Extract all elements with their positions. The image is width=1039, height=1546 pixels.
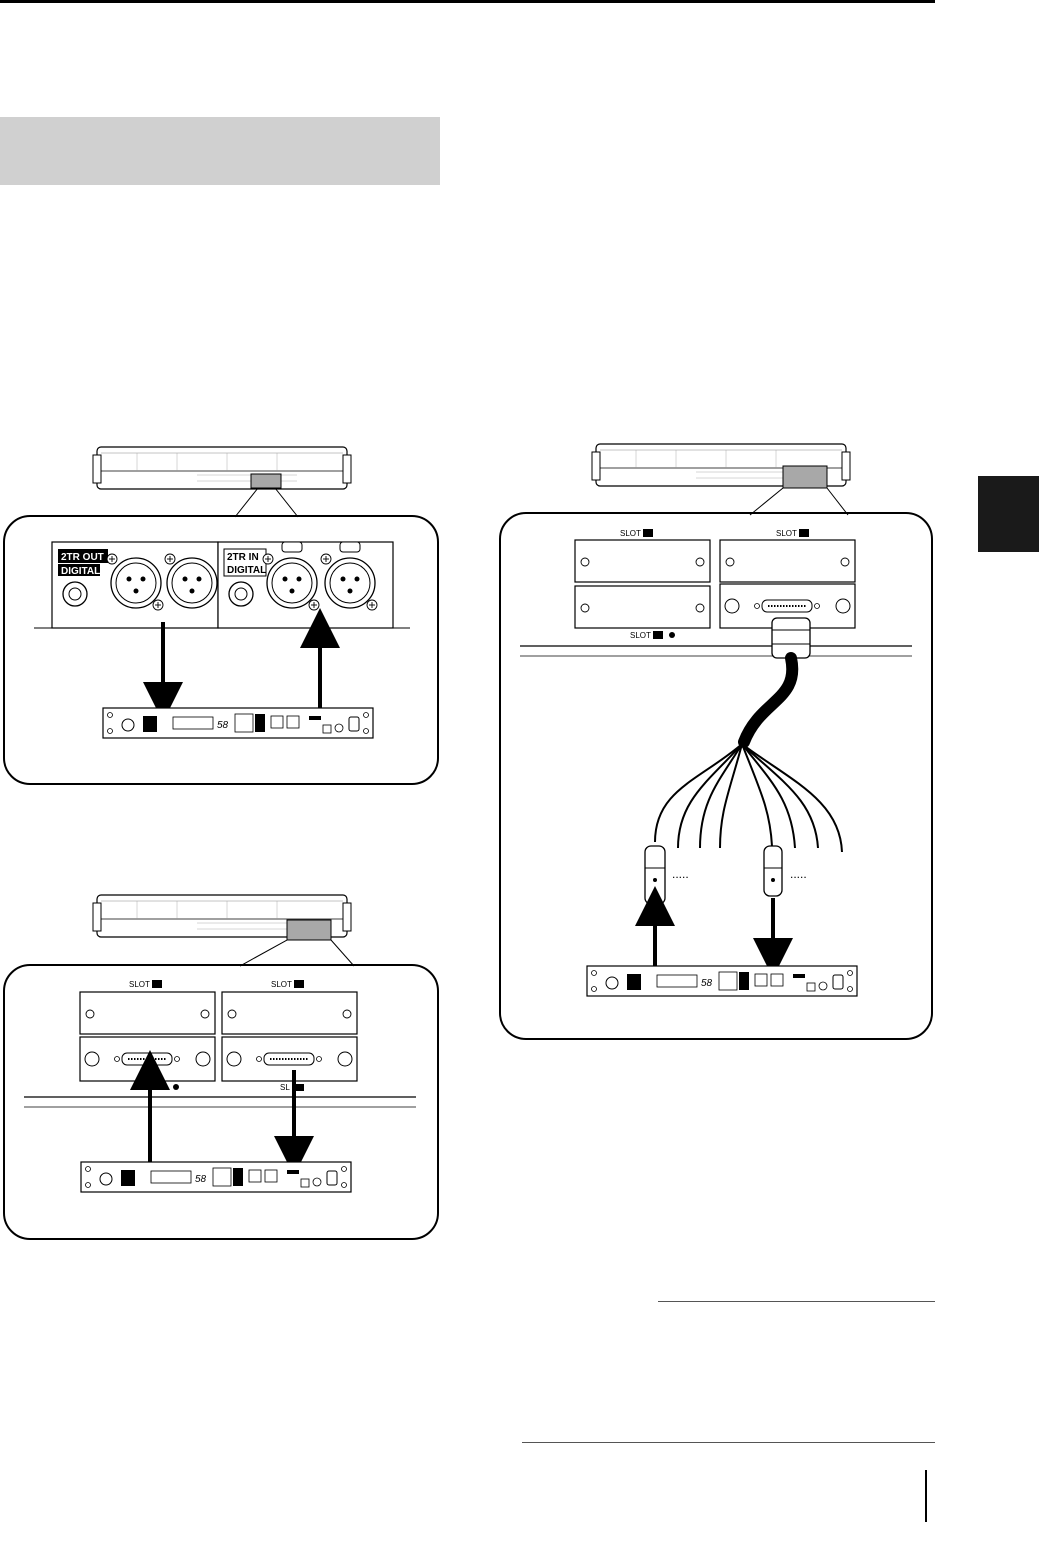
console-illustration: [92, 446, 352, 490]
connector-highlight: [250, 473, 282, 489]
slot-3-label: SLOT: [271, 980, 292, 989]
top-rule: [0, 0, 935, 3]
cable-ellipsis-left: .....: [672, 867, 689, 881]
diagram-slot-right: SLOT SLOT SLOT ..: [499, 443, 933, 1040]
section-heading-bar: [0, 117, 440, 185]
slot-2-label-partial: SL: [280, 1083, 290, 1092]
slot-3-label: SLOT: [776, 529, 797, 538]
zoom-callout-frame: [499, 512, 933, 1040]
2tr-in-digital-label: DIGITAL: [227, 565, 266, 576]
effects-unit-illustration: [102, 707, 374, 739]
cable-ellipsis-right: .....: [790, 867, 807, 881]
zoom-callout-frame: [3, 964, 439, 1240]
effects-unit-illustration: [586, 965, 858, 997]
slot-highlight: [782, 465, 828, 489]
2tr-out-label: 2TR OUT: [61, 552, 104, 563]
chapter-tab: [978, 476, 1039, 552]
page-number-rule: [925, 1470, 927, 1522]
slot-2-label: SLOT: [630, 631, 651, 640]
slot-4-label: SLOT: [620, 529, 641, 538]
note-rule-bottom: [522, 1442, 935, 1443]
2tr-in-label: 2TR IN: [227, 552, 259, 563]
zoom-callout-frame: [3, 515, 439, 785]
2tr-out-digital-label: DIGITAL: [61, 566, 100, 577]
slot-4-label: SLOT: [129, 980, 150, 989]
diagram-slot-left: SLOT SLOT S SL: [3, 894, 439, 1240]
effects-unit-illustration: [80, 1161, 352, 1193]
note-rule-top: [658, 1301, 935, 1302]
slot-highlight: [286, 919, 332, 941]
diagram-2tr-digital: 2TR OUT DIGITAL 2TR IN DIGITAL: [3, 446, 439, 785]
